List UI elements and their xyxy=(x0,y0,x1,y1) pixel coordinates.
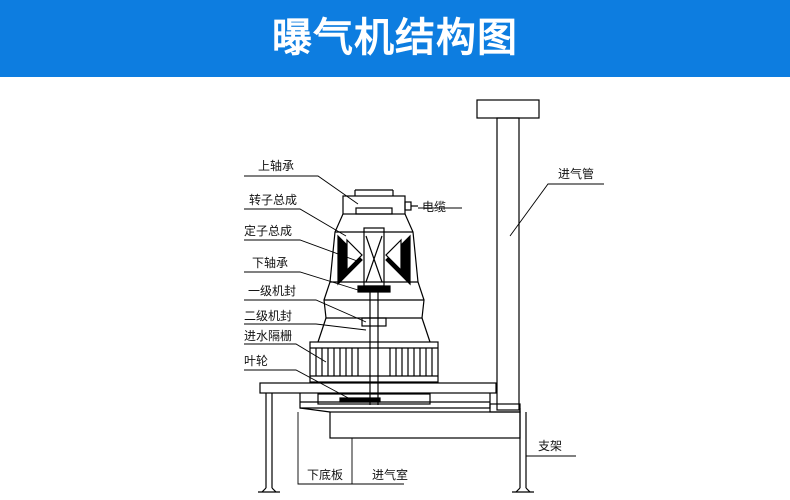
label-bracket: 支架 xyxy=(538,439,562,453)
label-seal-1: 一级机封 xyxy=(248,284,296,298)
label-water-grille: 进水隔栅 xyxy=(244,328,292,343)
label-air-pipe: 进气管 xyxy=(558,166,594,181)
leader-lines xyxy=(244,175,604,485)
air-inlet-pipe xyxy=(476,99,540,411)
bracket xyxy=(258,393,534,493)
rotor-stator xyxy=(337,227,411,293)
label-upper-bearing: 上轴承 xyxy=(258,158,294,173)
label-seal-2: 二级机封 xyxy=(244,309,292,323)
label-rotor: 转子总成 xyxy=(249,192,297,207)
label-impeller: 叶轮 xyxy=(244,354,268,368)
cable-connector xyxy=(404,201,418,211)
label-cable: 电缆 xyxy=(422,200,446,214)
air-chamber xyxy=(299,403,521,439)
label-bottom-plate: 下底板 xyxy=(307,467,343,482)
label-lower-bearing: 下轴承 xyxy=(252,255,288,270)
title-banner xyxy=(0,0,790,77)
page-title: 曝气机结构图 xyxy=(272,15,518,61)
label-air-chamber: 进气室 xyxy=(372,467,408,482)
label-stator: 定子总成 xyxy=(244,223,292,238)
water-inlet-grille xyxy=(309,317,439,383)
bottom-plate xyxy=(259,382,497,409)
